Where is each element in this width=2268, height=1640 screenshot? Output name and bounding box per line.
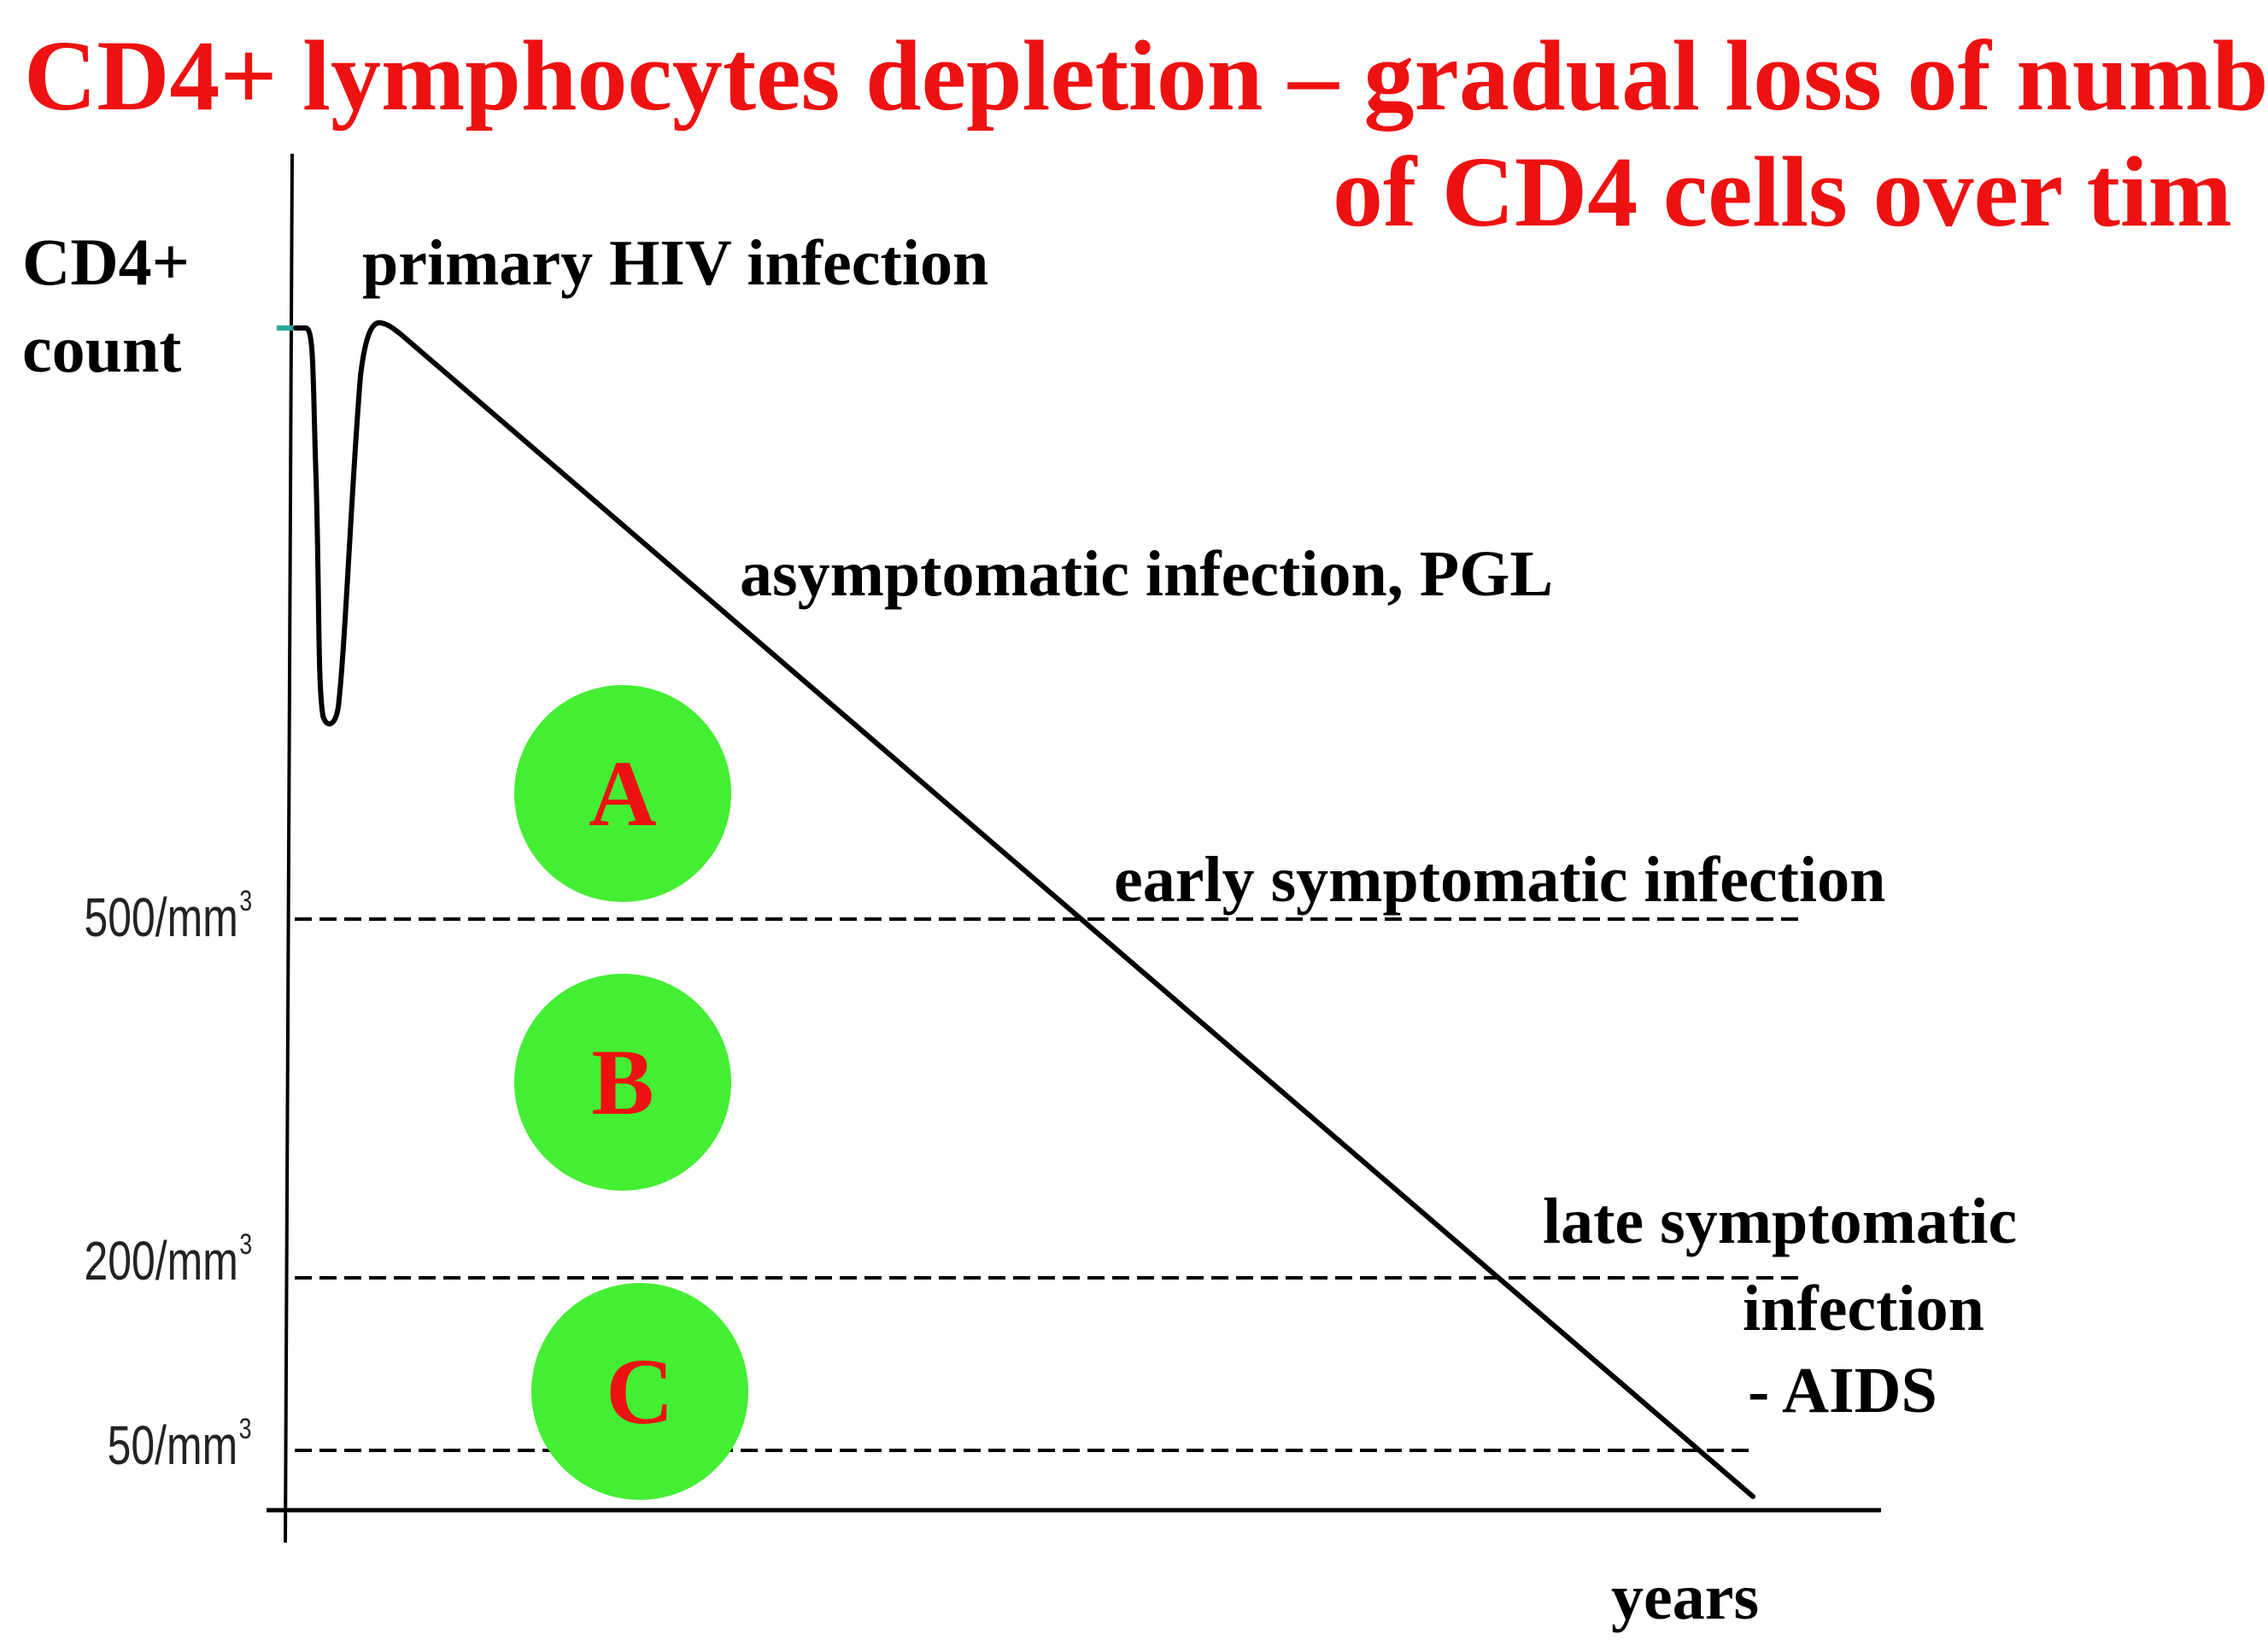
slide-title-line-2: of CD4 cells over tim	[1333, 136, 2232, 248]
category-badge-b: B	[514, 974, 731, 1191]
stage-label-late-line-2: infection	[1743, 1273, 1984, 1344]
y-axis-title-line-1: CD4+	[22, 225, 190, 299]
y-tick-200-exponent: 3	[239, 1228, 252, 1261]
slide-title-line-1: CD4+ lymphocytes depletion – gradual los…	[24, 20, 2268, 132]
stage-label-asymptomatic: asymptomatic infection, PGL	[740, 538, 1554, 610]
y-tick-500-exponent: 3	[239, 885, 252, 917]
x-axis-title: years	[1611, 1561, 1760, 1633]
stage-label-early: early symptomatic infection	[1114, 844, 1886, 916]
cd4-count-curve	[293, 319, 1755, 1499]
y-tick-500: 500/mm3	[84, 887, 252, 945]
y-tick-200: 200/mm3	[84, 1230, 252, 1288]
y-axis-title-line-2: count	[22, 312, 182, 386]
stage-label-late-line-1: late symptomatic	[1543, 1186, 2018, 1257]
stage-label-late-line-3: - AIDS	[1748, 1355, 1937, 1426]
y-tick-50-text: 50/mm	[108, 1414, 238, 1476]
y-tick-50: 50/mm3	[108, 1414, 252, 1473]
y-tick-200-text: 200/mm	[84, 1230, 238, 1292]
y-axis-line	[284, 153, 294, 1543]
y-tick-500-text: 500/mm	[84, 887, 238, 948]
stage-label-primary: primary HIV infection	[362, 227, 989, 299]
category-badge-c: C	[531, 1283, 748, 1500]
slide: CD4+ lymphocytes depletion – gradual los…	[22, 26, 2268, 1633]
cd4-depletion-diagram	[267, 153, 1881, 1543]
y-tick-50-exponent: 3	[239, 1413, 252, 1445]
category-badge-a: A	[514, 685, 731, 902]
